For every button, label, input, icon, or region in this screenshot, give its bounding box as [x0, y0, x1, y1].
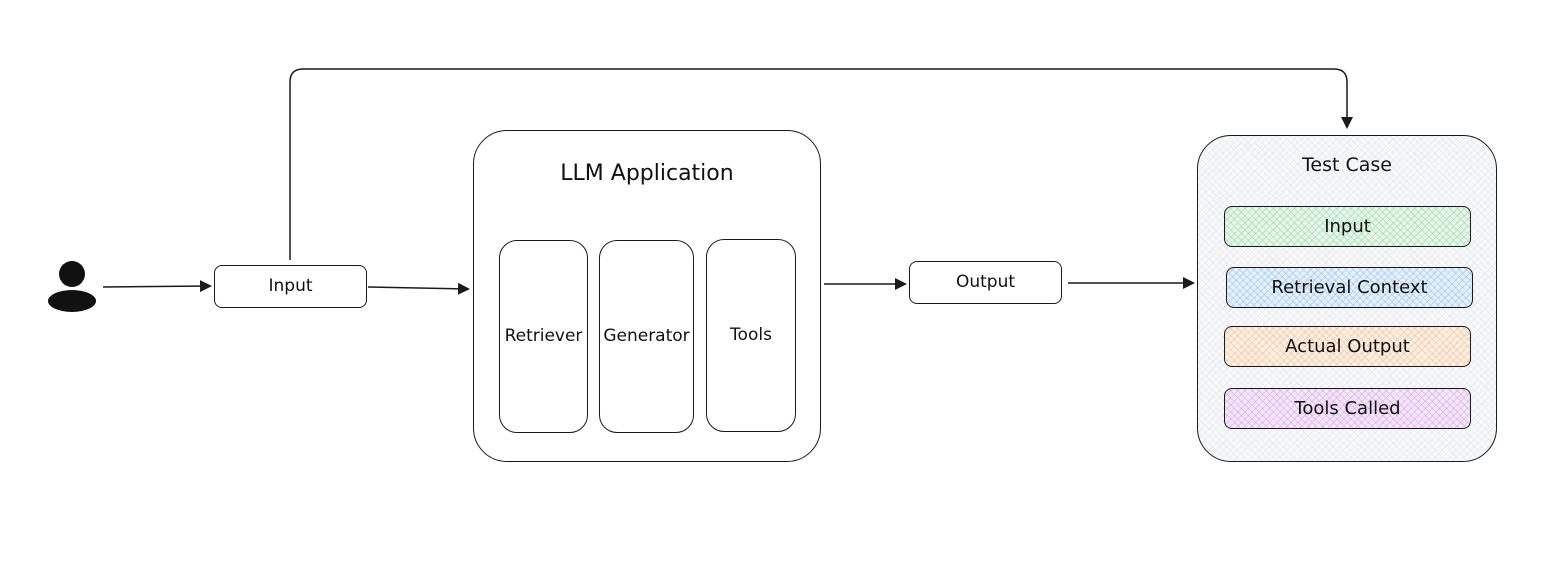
- test-case-field-input-label: Input: [1324, 216, 1371, 237]
- arrow-input-to-test-case: [289, 68, 1353, 260]
- generator-component: Generator: [599, 240, 694, 433]
- input-node: Input: [214, 265, 367, 308]
- test-case-field-retrieval-context-label: Retrieval Context: [1271, 277, 1428, 298]
- arrow-input-to-llm-app: [367, 282, 470, 295]
- test-case-field-retrieval-context: Retrieval Context: [1226, 267, 1473, 308]
- generator-label: Generator: [603, 326, 690, 347]
- test-case-container: Test Case Input Retrieval Context Actual…: [1197, 135, 1497, 462]
- input-node-label: Input: [268, 276, 313, 297]
- llm-application-title: LLM Application: [560, 161, 734, 186]
- test-case-field-input: Input: [1224, 206, 1471, 247]
- retriever-component: Retriever: [499, 240, 588, 433]
- tools-label: Tools: [730, 325, 772, 346]
- output-node: Output: [909, 261, 1062, 304]
- test-case-field-actual-output-label: Actual Output: [1285, 336, 1410, 357]
- user-icon: [48, 261, 96, 312]
- arrow-user-to-input: [102, 280, 212, 293]
- test-case-title: Test Case: [1302, 154, 1392, 176]
- test-case-field-actual-output: Actual Output: [1224, 326, 1471, 367]
- tools-component: Tools: [706, 239, 796, 432]
- test-case-field-tools-called: Tools Called: [1224, 388, 1471, 429]
- output-node-label: Output: [955, 272, 1016, 293]
- retriever-label: Retriever: [504, 326, 583, 347]
- test-case-field-tools-called-label: Tools Called: [1294, 398, 1401, 419]
- llm-application-container: LLM Application Retriever Generator Tool…: [473, 130, 821, 462]
